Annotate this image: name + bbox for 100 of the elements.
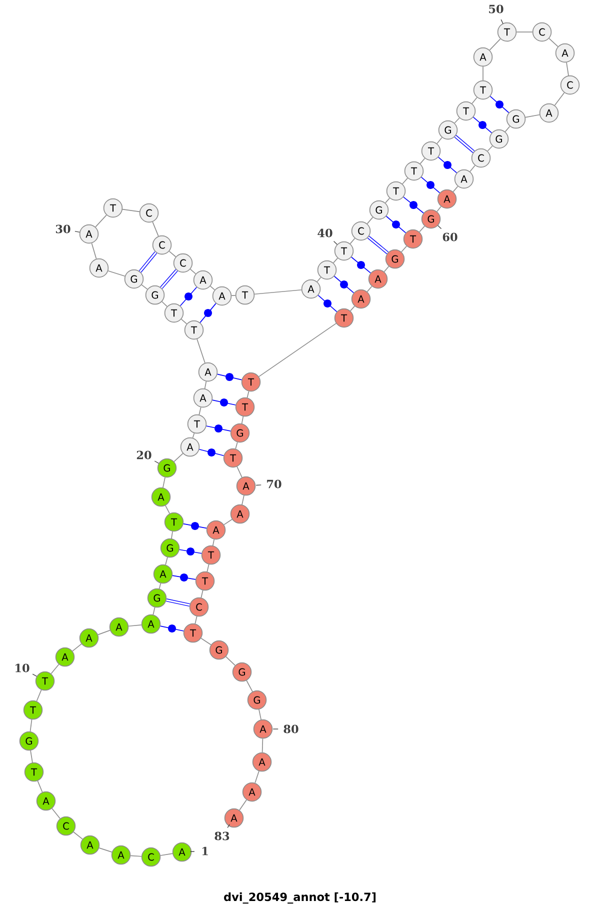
backbone-line [254, 770, 260, 784]
backbone-line [487, 146, 493, 152]
backbone-line [470, 165, 476, 172]
base-pair-line [206, 424, 231, 432]
backbone-line [548, 38, 558, 47]
backbone-line [384, 266, 390, 272]
backbone-line [158, 582, 162, 590]
base-pair-line [490, 96, 510, 114]
base-pair-line [334, 276, 354, 294]
backbone-line [235, 442, 238, 450]
backbone-line [242, 495, 244, 506]
backbone-line [226, 656, 236, 666]
backbone-line [122, 208, 140, 212]
backbone-line [472, 97, 478, 104]
backbone-line [206, 564, 210, 572]
backbone-line [174, 453, 184, 462]
backbone-line [165, 505, 170, 514]
backbone-line [210, 286, 216, 290]
backbone-line [192, 432, 195, 438]
backbone-line [316, 276, 322, 282]
backbone-line [402, 178, 408, 184]
backbone-line [554, 92, 565, 106]
backbone-line [128, 624, 142, 627]
backbone-line [350, 306, 356, 312]
backbone-line [98, 848, 112, 852]
position-label: 20 [136, 450, 160, 464]
backbone-line [95, 214, 107, 228]
position-label: 30 [56, 224, 80, 234]
base-pair-line [160, 269, 178, 289]
backbone-line [246, 680, 253, 692]
backbone-line [52, 808, 60, 819]
backbone-line [350, 238, 356, 244]
backbone-line [224, 518, 232, 526]
base-pair-line [180, 286, 198, 306]
base-pair-line [160, 624, 184, 632]
backbone-line [168, 250, 176, 258]
backbone-line [152, 222, 159, 237]
backbone-line [180, 318, 188, 324]
backbone-line [200, 638, 212, 646]
backbone-line [165, 556, 168, 566]
backbone-line [385, 198, 390, 204]
backbone-line [366, 286, 372, 292]
backbone-line [212, 539, 215, 546]
backbone-line [419, 226, 425, 232]
position-label: 10 [16, 664, 38, 677]
backbone-line [246, 390, 250, 398]
backbone-line [231, 295, 236, 296]
backbone-line [452, 186, 458, 192]
base-pair-line [200, 303, 216, 323]
base-pair-line [183, 522, 207, 530]
backbone-line [190, 268, 196, 274]
base-pair-line [198, 448, 224, 456]
base-pair-line [351, 256, 371, 274]
backbone-line [254, 289, 302, 295]
backbone-line [239, 800, 247, 811]
backbone-line [258, 323, 336, 377]
backbone-line [489, 38, 501, 50]
backbone-line [401, 246, 407, 252]
base-pair-line [386, 216, 406, 234]
base-pair-line [438, 156, 458, 174]
backbone-line [420, 158, 426, 164]
backbone-line [504, 126, 510, 132]
backbone-line [73, 832, 83, 840]
backbone-line [141, 284, 148, 290]
base-pair-line [420, 176, 440, 194]
backbone-line [436, 206, 442, 212]
base-pair-line [216, 373, 242, 381]
backbone-line [525, 114, 540, 118]
base-pair-line [179, 548, 202, 556]
backbone-line [98, 630, 110, 636]
backbone-line [50, 664, 60, 674]
backbone-line [152, 606, 156, 616]
base-pair-line [212, 398, 236, 406]
backbone-line [162, 301, 168, 307]
backbone-line [37, 780, 43, 793]
backbone-line [262, 738, 264, 753]
base-pair-line [472, 116, 492, 134]
backbone-line [194, 616, 198, 624]
backbone-line [436, 137, 442, 144]
position-label: 80 [272, 724, 298, 734]
backbone-line [200, 590, 204, 598]
position-label: 50 [489, 4, 504, 24]
backbone-line [196, 338, 206, 364]
backbone-line [366, 216, 374, 224]
backbone-line [333, 258, 338, 264]
backbone-line [171, 531, 173, 539]
base-pair-line [454, 135, 475, 153]
backbone-line [108, 270, 126, 277]
backbone-line [241, 416, 244, 424]
backbone-line [162, 477, 166, 488]
position-label: 70 [256, 480, 282, 488]
backbone-line [160, 853, 173, 856]
backbone-line [236, 466, 242, 478]
position-label: 1 [190, 846, 208, 856]
backbone-line [204, 381, 207, 389]
backbone-line [198, 406, 202, 416]
base-pair-line [166, 598, 190, 606]
title: dvi_20549_annot [-10.7] [224, 892, 376, 904]
backbone-line [30, 750, 33, 763]
backbone-line [91, 242, 97, 260]
